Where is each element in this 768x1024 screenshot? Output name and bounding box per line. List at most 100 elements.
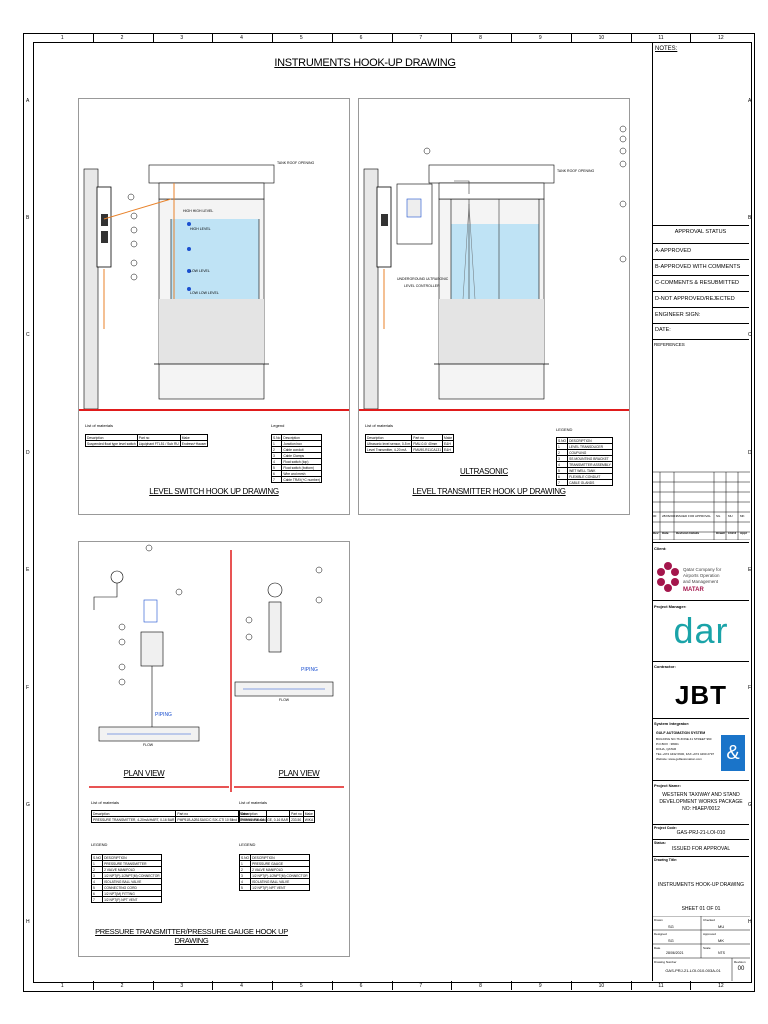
table-cell: 5: [238, 884, 252, 891]
client-name-2: Airports Operation: [683, 573, 720, 578]
grid-tick: [570, 981, 572, 990]
status-label: Status:: [654, 841, 666, 845]
red-divider: [79, 409, 349, 411]
materials-title: List of materials: [85, 423, 114, 428]
table-cell: 7: [270, 476, 283, 483]
table-cell: Suspended float type level switch: [85, 440, 138, 447]
piping-label-left: PIPING: [155, 712, 172, 718]
pm-label: Project Manager:: [654, 604, 687, 609]
table-cell: FMU90-R11CA131: [411, 446, 444, 453]
grid-column-label: 7: [419, 35, 423, 41]
materials-title-2: List of materials: [365, 423, 394, 428]
si-address-1: BUILDING NO.76 ZONE 41 STREET 960: [656, 737, 712, 741]
grid-row-label: E: [748, 567, 752, 574]
grid-tick: [570, 33, 572, 42]
approval-status-label: APPROVAL STATUS: [674, 229, 727, 235]
drawing-number: GAS-PRJ-21-LOI-010-003A-01: [665, 968, 721, 973]
sheet-number: SHEET 01 OF 01: [681, 906, 721, 912]
si-label: System Integrator:: [654, 721, 690, 726]
ultrasonic-panel: TANK ROOF OPENING UNDERGROUND ULTRASONIC…: [358, 98, 630, 515]
grid-column-label: 4: [240, 983, 243, 989]
level-label-3: LOW LEVEL: [190, 269, 210, 273]
table-cell: Liquiphant FTL51 / Sub RU: [136, 440, 181, 447]
grid-tick: [92, 33, 94, 42]
red-divider-2: [359, 409, 629, 411]
grid-column-label: 5: [299, 35, 303, 41]
table-cell: 1/2 NPT(F) NPT VENT: [250, 884, 310, 891]
drawing-number-label: Drawing Number: [654, 960, 677, 964]
grid-tick: [152, 33, 154, 42]
grid-column-label: 1: [60, 983, 64, 989]
revision-grid: [652, 471, 750, 540]
plan-view-left: PLAN VIEW: [123, 769, 165, 778]
references-label: REFERENCES: [654, 342, 685, 347]
tank-roof-label: TANK ROOF OPENING: [277, 161, 315, 165]
client-name-3: and Management: [683, 579, 719, 584]
grid-row-label: E: [26, 567, 30, 574]
checked-value: MU: [718, 924, 725, 929]
grid-column-label: 2: [120, 983, 124, 989]
grid-column-label: 8: [479, 983, 482, 989]
revision-cell: SG: [716, 514, 721, 518]
grid-row-label: B: [748, 215, 752, 222]
grid-tick: [630, 33, 632, 42]
drawing-title-label: Drawing Title:: [654, 858, 678, 862]
table-cell: Cable TRAY(+C number): [281, 476, 322, 483]
grid-row-label: H: [748, 919, 752, 926]
pressure-diagram: [89, 544, 344, 792]
table-cell: 7: [90, 896, 104, 903]
revision-cell: 00: [653, 514, 657, 518]
designed-value: SG: [668, 938, 674, 943]
grid-tick: [331, 981, 333, 990]
grid-column-label: 6: [359, 983, 363, 989]
grid-tick: [152, 981, 154, 990]
grid-column-label: 11: [658, 35, 664, 41]
grid-tick: [690, 981, 692, 990]
grid-tick: [511, 981, 512, 990]
left-legend-title: LEGEND: [91, 842, 108, 847]
level-label-2: HIGH LEVEL: [190, 227, 211, 231]
grid-column-label: 10: [598, 35, 605, 41]
table-cell: PRESSURE TRANSMITTER, 4-20mA/HART, 0-16 …: [90, 816, 177, 823]
level-label-1: HIGH HIGH LEVEL: [183, 209, 214, 213]
si-address-5: Website: www.gulfautomation.com: [656, 757, 702, 761]
grid-tick: [451, 981, 453, 990]
right-legend-title: LEGEND: [239, 842, 256, 847]
grid-column-label: 1: [60, 35, 64, 41]
tank-roof-label-2: TANK ROOF OPENING: [557, 169, 595, 173]
revision-cell: Appr: [740, 531, 747, 535]
date-value: 28/06/2021: [666, 951, 684, 955]
project-name: WESTERN TAXIWAY AND STAND DEVELOPMENT WO…: [659, 792, 743, 812]
revision-label: Revision: [734, 960, 746, 964]
revision-cell: Rev: [653, 531, 659, 535]
grid-row-label: C: [26, 332, 30, 339]
approval-d: D-NOT APPROVED/REJECTED: [655, 296, 735, 302]
grid-tick: [212, 981, 214, 990]
revision-cell: Chk'd: [728, 531, 737, 535]
grid-column-label: 2: [120, 35, 124, 41]
table-cell: Endress+Hauser: [179, 440, 209, 447]
table-cell: WIKA: [302, 816, 316, 823]
left-materials-title: List of materials: [91, 800, 120, 805]
right-materials-title: List of materials: [239, 800, 268, 805]
approved-value: MK: [718, 938, 724, 943]
grid-row-label: G: [748, 801, 752, 808]
grid-column-label: 10: [598, 983, 605, 989]
si-address-3: DOHA, QATAR: [656, 747, 677, 751]
pressure-caption: PRESSURE TRANSMITTER/PRESSURE GAUGE HOOK…: [95, 927, 288, 945]
grid-tick: [630, 981, 632, 990]
engineer-sign: ENGINEER SIGN:: [655, 312, 701, 318]
signoff-grid: [652, 916, 750, 981]
revision-cell: Drawn: [716, 531, 726, 535]
grid-column-label: 11: [658, 983, 664, 989]
ultrasonic-caption-2: LEVEL TRANSMITTER HOOK UP DRAWING: [412, 487, 566, 496]
